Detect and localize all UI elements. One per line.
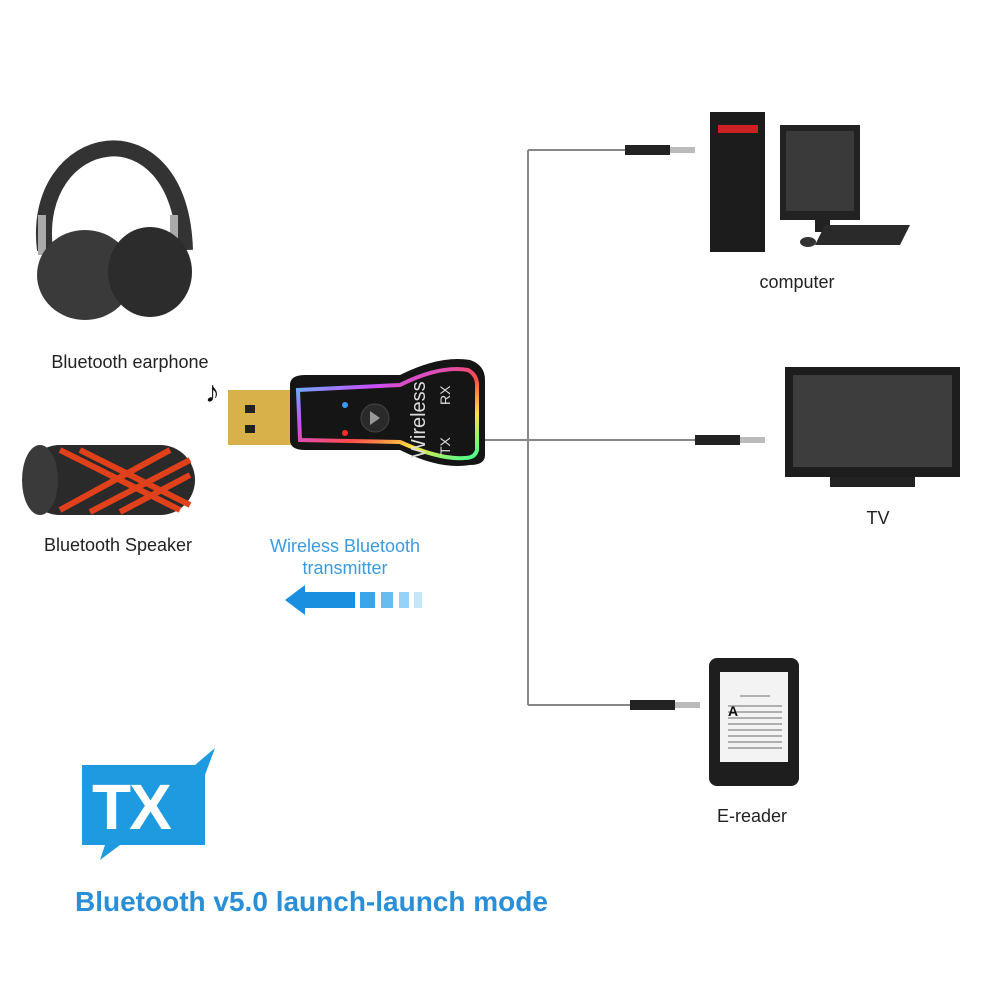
device-rx-text: RX [437, 385, 453, 405]
svg-text:A: A [728, 703, 738, 719]
ereader-label: E-reader [716, 806, 788, 826]
speaker-label: Bluetooth Speaker [43, 535, 193, 555]
device-brand-text: Wireless [408, 381, 430, 458]
transmitter-caption: Wireless Bluetooth transmitter [270, 535, 420, 579]
transmit-direction-arrow [285, 585, 422, 615]
music-note-icon: ♪ [205, 376, 220, 409]
tv-image [785, 367, 960, 487]
tx-logo [82, 748, 215, 860]
audio-cables [480, 149, 700, 706]
earphone-label: Bluetooth earphone [51, 352, 209, 372]
headphones-image [35, 140, 193, 320]
computer-image [710, 112, 910, 252]
computer-label: computer [759, 272, 835, 292]
transmitter-caption-line2: transmitter [302, 558, 388, 578]
transmitter-caption-line1: Wireless Bluetooth [269, 536, 421, 556]
footer-title: Bluetooth v5.0 launch-launch mode [75, 886, 548, 917]
device-tx-text: TX [437, 437, 453, 455]
ereader-image: A [709, 658, 799, 786]
tx-logo-text: TX [92, 771, 172, 843]
tv-label: TV [866, 508, 890, 528]
aux-plug-tv [695, 435, 765, 445]
bluetooth-transmitter-image [228, 359, 485, 466]
aux-plug-computer [625, 145, 695, 155]
aux-plug-ereader [630, 700, 700, 710]
speaker-image [22, 445, 195, 515]
